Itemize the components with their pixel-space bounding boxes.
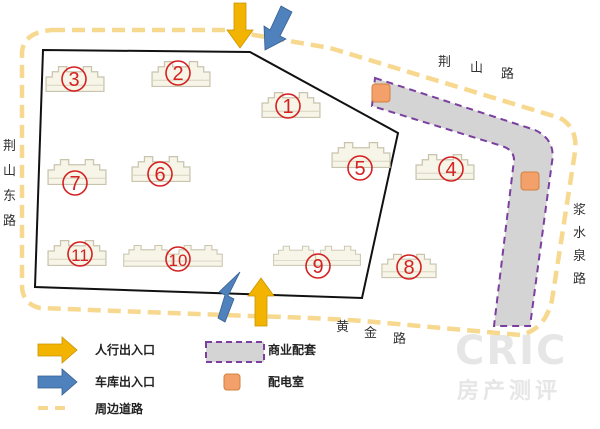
legend-power-room: 配电室	[223, 373, 304, 391]
pedestrian-entrance-south	[247, 277, 275, 327]
svg-text:路: 路	[393, 331, 406, 347]
legend-pedestrian: 人行出入口	[37, 336, 155, 364]
road-label-east: 浆 水 泉 路	[573, 203, 586, 287]
building-4: 4	[415, 153, 475, 182]
svg-text:人行出入口: 人行出入口	[95, 342, 155, 357]
garage-entrance-north	[263, 5, 293, 51]
building-number: 10	[169, 251, 188, 270]
building-number: 6	[154, 164, 165, 186]
svg-text:水: 水	[573, 226, 586, 241]
legend: 人行出入口 车库出入口 周边道路 商业配套 配电室	[37, 336, 317, 416]
svg-text:黄: 黄	[336, 320, 349, 335]
building-7: 7	[47, 158, 107, 196]
svg-text:车库出入口: 车库出入口	[95, 374, 155, 389]
building-number: 2	[172, 63, 183, 85]
pedestrian-entrance-north	[226, 2, 254, 49]
svg-text:路: 路	[3, 213, 16, 229]
building-number: 7	[69, 173, 80, 195]
svg-text:周边道路: 周边道路	[95, 401, 144, 416]
svg-text:荆: 荆	[438, 54, 451, 70]
building-5: 5	[331, 141, 391, 181]
building-9: 9	[273, 245, 361, 279]
building-number: 3	[68, 69, 79, 91]
svg-text:路: 路	[501, 66, 514, 82]
legend-commercial: 商业配套	[205, 341, 317, 363]
building-6: 6	[131, 155, 191, 187]
garage-entrance-south	[217, 271, 241, 323]
svg-text:商业配套: 商业配套	[268, 342, 317, 357]
svg-text:山: 山	[3, 164, 16, 179]
legend-garage: 车库出入口	[37, 368, 155, 396]
building-8: 8	[381, 253, 437, 280]
building-number: 9	[312, 256, 323, 278]
commercial-zone	[370, 76, 554, 327]
svg-text:东: 东	[3, 189, 16, 204]
building-number: 1	[282, 96, 293, 118]
power-room-east	[520, 171, 540, 191]
svg-text:配电室: 配电室	[268, 374, 304, 389]
building-3: 3	[45, 65, 105, 93]
building-1: 1	[261, 91, 321, 119]
svg-text:荆: 荆	[3, 138, 16, 154]
power-room-north	[371, 83, 391, 103]
watermark-sub: 房产测评	[457, 378, 561, 404]
road-label-north: 荆 山 路	[438, 54, 514, 82]
building-number: 4	[445, 159, 456, 181]
svg-text:浆: 浆	[573, 203, 586, 218]
site-boundary	[33, 48, 400, 300]
svg-text:山: 山	[470, 61, 483, 76]
svg-text:金: 金	[364, 325, 377, 341]
building-number: 5	[354, 158, 365, 180]
legend-road: 周边道路	[38, 401, 144, 416]
building-number: 11	[71, 246, 89, 265]
svg-text:路: 路	[573, 271, 586, 287]
building-number: 8	[403, 257, 414, 279]
watermark: CRIC 房产测评	[455, 328, 565, 404]
building-2: 2	[151, 60, 211, 88]
building-10: 10	[123, 244, 223, 272]
road-label-south: 黄 金 路	[336, 320, 406, 347]
svg-text:泉: 泉	[573, 248, 586, 264]
surrounding-road-outline	[19, 27, 578, 338]
building-11: 11	[47, 239, 107, 267]
road-label-west: 荆 山 东 路	[3, 138, 16, 229]
